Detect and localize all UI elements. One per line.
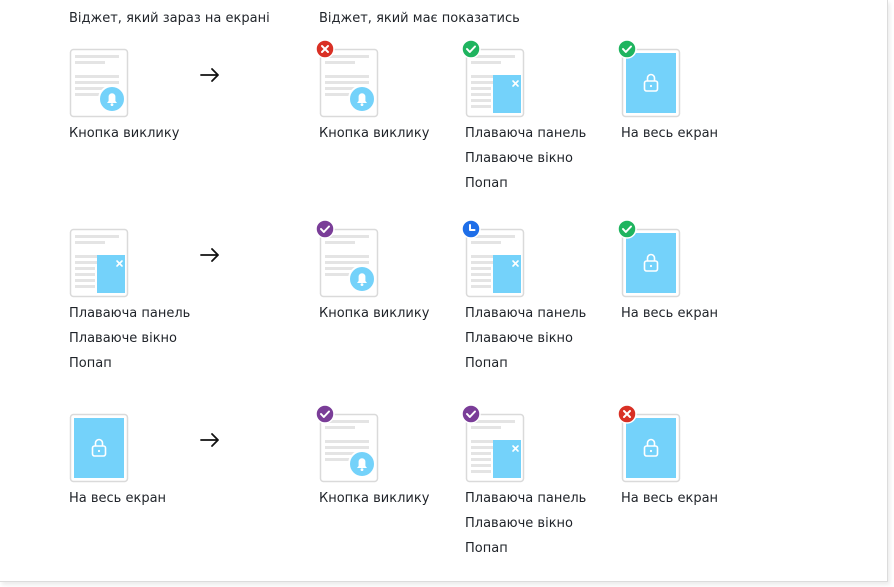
target-widget-fullscreen-icon (618, 404, 681, 483)
widget-type-label: Попап (465, 176, 508, 191)
clock-icon (462, 219, 481, 239)
widget-type-label: Кнопка виклику (69, 126, 180, 141)
widget-type-label: Плаваюче вікно (465, 331, 574, 346)
check-purple-icon (316, 404, 335, 424)
widget-type-label: Плаваюча панель (69, 306, 191, 321)
check-purple-icon (462, 404, 481, 424)
error-icon (618, 404, 637, 424)
target-widget-button-icon (316, 39, 379, 118)
source-widget-floating-icon (69, 228, 129, 298)
widget-type-label: Кнопка виклику (319, 126, 430, 141)
widget-type-label: На весь екран (69, 491, 167, 506)
target-widget-fullscreen-icon (618, 39, 681, 118)
source-widget-fullscreen-icon (69, 413, 129, 483)
target-widget-button-icon (316, 219, 379, 298)
target-widget-button-icon (316, 404, 379, 483)
widget-type-label: Плаваюче вікно (465, 516, 574, 531)
header-target-widget: Віджет, який має показатись (319, 11, 520, 26)
arrow-right-icon (200, 248, 219, 262)
widget-type-label: Попап (69, 356, 112, 371)
check-green-icon (618, 39, 637, 59)
check-purple-icon (316, 219, 335, 239)
widget-type-label: Плаваюча панель (465, 491, 587, 506)
check-green-icon (462, 39, 481, 59)
arrow-right-icon (200, 433, 219, 447)
error-icon (316, 39, 335, 59)
widget-type-label: На весь екран (621, 126, 719, 141)
target-widget-fullscreen-icon (618, 219, 681, 298)
target-widget-floating-icon (462, 39, 525, 118)
widget-type-label: Попап (465, 356, 508, 371)
arrow-right-icon (200, 68, 219, 82)
check-green-icon (618, 219, 637, 239)
widget-type-label: Кнопка виклику (319, 306, 430, 321)
widget-type-label: Плаваюча панель (465, 306, 587, 321)
target-widget-floating-icon (462, 219, 525, 298)
widget-type-label: Плаваюче вікно (465, 151, 574, 166)
widget-type-label: Плаваюча панель (465, 126, 587, 141)
widget-type-label: Плаваюче вікно (69, 331, 178, 346)
widget-type-label: На весь екран (621, 306, 719, 321)
target-widget-floating-icon (462, 404, 525, 483)
widget-type-label: Попап (465, 541, 508, 556)
widget-type-label: На весь екран (621, 491, 719, 506)
header-current-widget: Віджет, який зараз на екрані (69, 11, 270, 26)
source-widget-button-icon (69, 48, 129, 118)
widget-type-label: Кнопка виклику (319, 491, 430, 506)
